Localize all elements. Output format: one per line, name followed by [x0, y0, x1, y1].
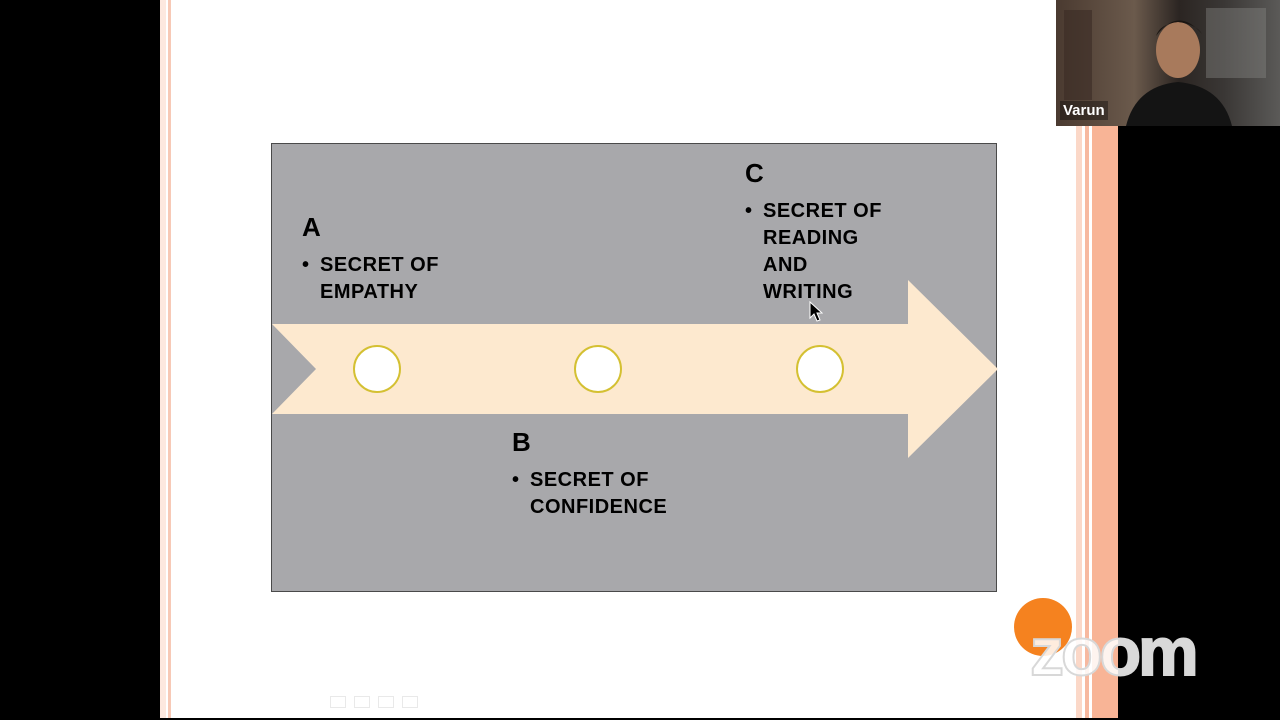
participant-video-tile[interactable]: Varun: [1056, 0, 1280, 126]
timeline-node-b: [574, 345, 622, 393]
milestone-text: SECRET OF CONFIDENCE: [530, 469, 668, 518]
zoom-logo-dot-icon: [1014, 598, 1072, 656]
milestone-text: SECRET OF EMPATHY: [320, 254, 439, 303]
bullet-dot: •: [302, 254, 310, 276]
toolbar-menu-icon[interactable]: [378, 696, 394, 708]
toolbar-pen-icon[interactable]: [354, 696, 370, 708]
timeline-diagram: A • SECRET OF EMPATHY B • SECRET OF CONF…: [271, 143, 998, 592]
milestone-letter: A: [302, 212, 321, 242]
milestone-bullet: • SECRET OF EMPATHY: [302, 252, 522, 306]
zoom-watermark: zoom: [1029, 613, 1200, 691]
mouse-cursor-icon: [809, 301, 823, 322]
milestone-letter: B: [512, 427, 531, 457]
toolbar-more-icon[interactable]: [402, 696, 418, 708]
milestone-c: C • SECRET OF READING AND WRITING: [745, 158, 945, 306]
milestone-text: SECRET OF READING AND WRITING: [763, 200, 882, 303]
toolbar-pointer-icon[interactable]: [330, 696, 346, 708]
milestone-b: B • SECRET OF CONFIDENCE: [512, 427, 752, 521]
timeline-node-c: [796, 345, 844, 393]
timeline-arrow: [272, 280, 998, 458]
milestone-bullet: • SECRET OF CONFIDENCE: [512, 467, 752, 521]
arrow-shape: [272, 280, 998, 458]
participant-name-label: Varun: [1060, 101, 1108, 120]
left-decorative-stripe: [168, 0, 171, 718]
presentation-slide: A • SECRET OF EMPATHY B • SECRET OF CONF…: [160, 0, 1118, 718]
slide-toolbar[interactable]: [330, 696, 418, 708]
bullet-dot: •: [745, 200, 753, 222]
left-decorative-stripe: [160, 0, 166, 718]
right-decorative-stripes: [1076, 125, 1118, 718]
milestone-a: A • SECRET OF EMPATHY: [302, 212, 522, 306]
milestone-letter: C: [745, 158, 764, 188]
participant-video-feed: [1064, 8, 1266, 126]
bullet-dot: •: [512, 469, 520, 491]
timeline-node-a: [353, 345, 401, 393]
milestone-bullet: • SECRET OF READING AND WRITING: [745, 198, 945, 306]
